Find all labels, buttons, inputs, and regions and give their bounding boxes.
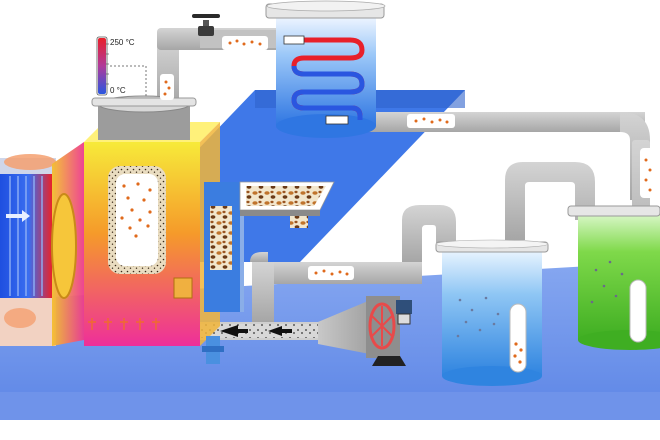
water-tank [435, 239, 549, 386]
sample-tray [239, 181, 335, 228]
furnace-chimney [91, 95, 197, 140]
arrow-left-icon [220, 325, 248, 337]
furnace [51, 122, 220, 346]
hot-chamber [0, 154, 56, 346]
green-tank [567, 205, 660, 350]
particle-tags [160, 36, 656, 280]
blower-hopper [318, 296, 412, 366]
thermometer [96, 36, 147, 96]
thermometer-max-label: 250 °C [110, 38, 135, 47]
valve-icon[interactable] [192, 14, 220, 36]
thermometer-min-label: 0 °C [110, 86, 126, 95]
fan-icon [368, 302, 396, 350]
arrow-left-icon-2 [268, 326, 292, 336]
filter-column [202, 182, 244, 364]
condenser [265, 0, 386, 138]
